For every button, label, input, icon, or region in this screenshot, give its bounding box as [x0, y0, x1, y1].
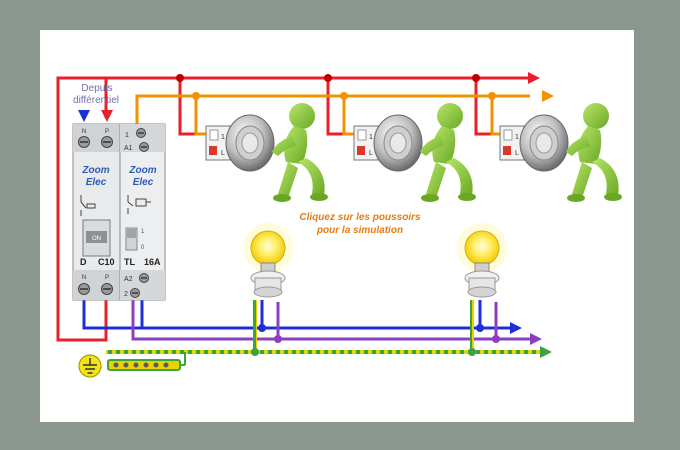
- control-junctions: [192, 92, 496, 100]
- control-wire: [135, 94, 530, 136]
- svg-text:1: 1: [221, 134, 225, 141]
- breaker-bottom-screws: [78, 283, 113, 295]
- supply-label-line1: Depuis: [81, 83, 112, 94]
- relay-manual-lever[interactable]: [125, 227, 138, 251]
- relay-rating: 16A: [144, 257, 161, 267]
- neutral-wire: [82, 295, 510, 330]
- svg-text:1: 1: [515, 134, 519, 141]
- neutral-arrow-icon: [510, 322, 522, 334]
- relay-terminal-1: 1: [125, 132, 129, 139]
- earth-icon: [78, 354, 102, 378]
- relay-brand-1: Zoom: [128, 165, 156, 176]
- breaker-lever-handle[interactable]: [86, 231, 107, 243]
- neutral-input-arrow-icon: [78, 110, 90, 122]
- earth-terminal-bar: [107, 352, 186, 371]
- phase-feed-wire: [58, 295, 108, 342]
- breaker-symbol-icon: [80, 195, 96, 216]
- control-arrow-icon: [542, 90, 554, 102]
- return-junctions: [274, 335, 500, 343]
- relay-terminal-2: 2: [124, 291, 128, 298]
- diagram-panel: Depuis différentiel N P Zoom Elec ON D C…: [40, 30, 634, 422]
- breaker-brand-1: Zoom: [81, 165, 109, 176]
- breaker-top-p: P: [105, 129, 109, 135]
- breaker-type: D: [80, 257, 87, 267]
- figure-1-icon: [272, 103, 328, 202]
- relay-pos-on: 1: [141, 229, 145, 235]
- breaker-rating: C10: [98, 257, 115, 267]
- circuit-breaker: N P Zoom Elec ON D C10 N P: [72, 123, 121, 301]
- breaker-bottom-p: P: [105, 275, 109, 281]
- breaker-top-n: N: [82, 129, 86, 135]
- relay-type: TL: [124, 257, 135, 267]
- breaker-brand-2: Elec: [86, 177, 107, 188]
- earth-wire: [106, 300, 552, 358]
- relay-terminal-a2: A2: [124, 276, 133, 283]
- lamp-1: [243, 223, 293, 298]
- instruction-line2: pour la simulation: [316, 225, 403, 236]
- wiring-diagram: Depuis différentiel N P Zoom Elec ON D C…: [56, 72, 622, 378]
- pushbutton-3[interactable]: 1 L: [499, 114, 569, 172]
- pushbutton-2[interactable]: 1 L: [353, 114, 423, 172]
- phase-junctions: [176, 74, 480, 82]
- lamp-return-wire: [131, 295, 530, 341]
- lamp-2: [457, 223, 507, 298]
- figure-3-icon: [566, 103, 622, 202]
- phase-input-arrow-icon: [101, 110, 113, 122]
- impulse-relay: 1 A1 Zoom Elec 1 0 TL 16A A2 2: [119, 123, 166, 301]
- relay-terminal-a1: A1: [124, 145, 133, 152]
- svg-text:L: L: [369, 150, 373, 157]
- svg-text:L: L: [515, 150, 519, 157]
- return-arrow-icon: [530, 333, 542, 345]
- phase-arrow-icon: [528, 72, 540, 84]
- neutral-junctions: [258, 324, 484, 332]
- breaker-on-label: ON: [92, 236, 101, 242]
- relay-symbol-icon: [127, 195, 151, 214]
- relay-pos-off: 0: [141, 245, 145, 251]
- figure-2-icon: [420, 103, 476, 202]
- pushbutton-1[interactable]: 1 L: [205, 114, 275, 172]
- instruction-line1: Cliquez sur les poussoirs: [299, 212, 421, 223]
- breaker-top-screws: [78, 136, 113, 148]
- svg-text:L: L: [221, 150, 225, 157]
- relay-brand-2: Elec: [133, 177, 154, 188]
- supply-label-line2: différentiel: [73, 95, 119, 106]
- breaker-bottom-n: N: [82, 275, 86, 281]
- svg-text:1: 1: [369, 134, 373, 141]
